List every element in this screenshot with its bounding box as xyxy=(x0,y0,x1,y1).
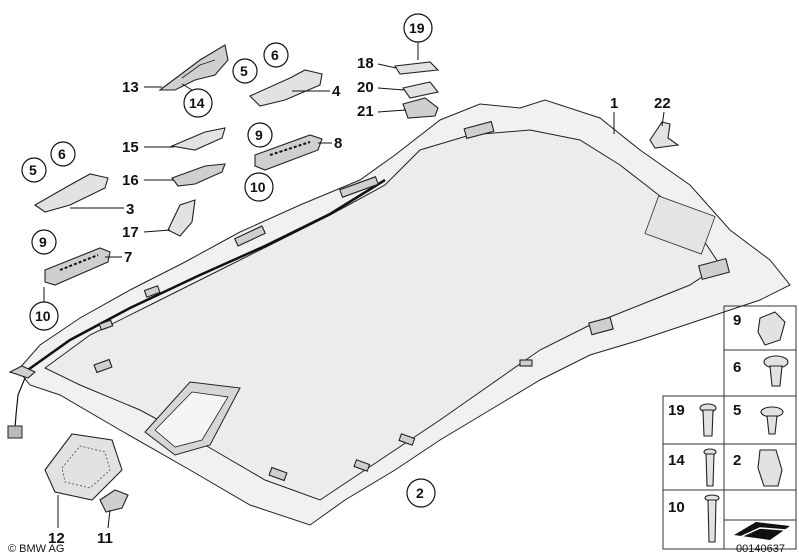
headliner xyxy=(7,99,791,526)
callout-19: 19 xyxy=(409,20,425,36)
part-16-clip xyxy=(171,163,226,187)
callout-5-lower: 5 xyxy=(29,162,37,178)
callout-12: 12 xyxy=(48,530,65,547)
callout-17: 17 xyxy=(122,224,139,241)
callout-22: 22 xyxy=(654,95,671,112)
legend-10: 10 xyxy=(668,499,685,516)
part-8-light xyxy=(254,134,323,171)
part-21-holder xyxy=(402,97,439,119)
diagram-number: 00140637 xyxy=(736,543,785,555)
part-17-lamp xyxy=(167,199,196,237)
callout-5-upper: 5 xyxy=(240,63,248,79)
part-22-clip xyxy=(649,121,680,149)
callout-4: 4 xyxy=(332,83,341,100)
callout-10-right: 10 xyxy=(250,179,266,195)
callout-9-left: 9 xyxy=(39,234,47,250)
part-12-cover xyxy=(44,433,123,501)
callout-3: 3 xyxy=(126,201,134,218)
callout-1: 1 xyxy=(610,95,618,112)
part-18-clip xyxy=(394,61,440,75)
callout-8: 8 xyxy=(334,135,342,152)
callout-7: 7 xyxy=(124,249,132,266)
callout-6-upper: 6 xyxy=(271,47,279,63)
legend-5: 5 xyxy=(733,402,741,419)
callout-18: 18 xyxy=(357,55,374,72)
callout-13: 13 xyxy=(122,79,139,96)
part-13-bracket xyxy=(158,44,229,91)
legend-6: 6 xyxy=(733,359,741,376)
callout-11: 11 xyxy=(97,530,113,547)
callout-15: 15 xyxy=(122,139,139,156)
callout-6-lower: 6 xyxy=(58,146,66,162)
arrow-icon xyxy=(734,522,790,540)
part-4-cover xyxy=(249,69,323,107)
legend-14: 14 xyxy=(668,452,685,469)
legend-19: 19 xyxy=(668,402,685,419)
clip-icon xyxy=(757,449,783,487)
callout-16: 16 xyxy=(122,172,139,189)
callout-10-left: 10 xyxy=(35,308,51,324)
fastener-legend: 9 6 19 5 14 2 10 xyxy=(662,305,797,550)
legend-2: 2 xyxy=(733,452,741,469)
callout-21: 21 xyxy=(357,103,374,120)
callout-9-right: 9 xyxy=(255,127,263,143)
clip-icon xyxy=(757,311,786,346)
part-11-cap xyxy=(99,489,129,513)
copyright-text: © BMW AG xyxy=(8,543,64,555)
legend-9: 9 xyxy=(733,312,741,329)
part-20-mount xyxy=(402,81,439,99)
part-15-clip xyxy=(170,127,226,151)
callout-14: 14 xyxy=(189,95,205,111)
callout-2: 2 xyxy=(416,485,424,501)
callout-20: 20 xyxy=(357,79,374,96)
part-7-light xyxy=(44,247,111,286)
part-3-cover xyxy=(33,173,109,213)
